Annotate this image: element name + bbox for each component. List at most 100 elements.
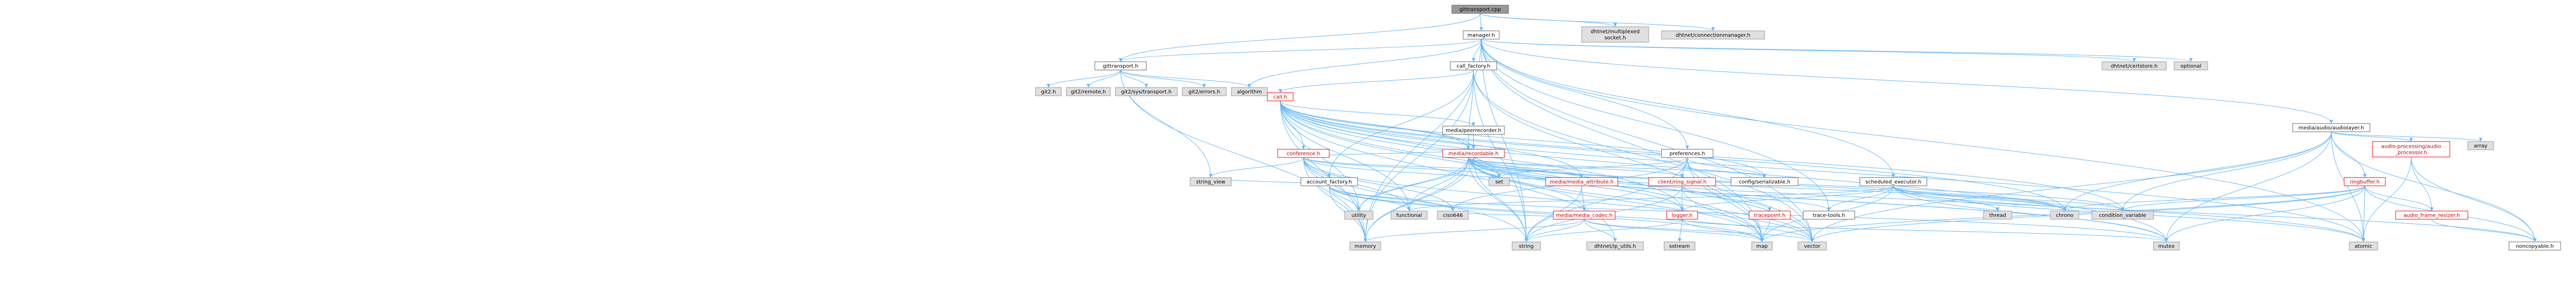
edge-ringbuffer-to-mutex [2164,185,2365,242]
node-label: noncopyable.h [2516,244,2554,250]
edge-account_factory-to-map [1329,185,1764,242]
node-box [1442,126,1505,135]
node-set[interactable]: set [1488,177,1510,186]
node-audio-processor[interactable]: audio-processing/audio_processor.h [2372,141,2450,157]
node-media-attribute[interactable]: media/media_attribute.h [1545,177,1618,186]
node-configurationitem[interactable]: config/serializable.h [1731,177,1799,186]
node-dhtnet-ip-utils[interactable]: dhtnet/ip_utils.h [1586,241,1644,251]
node-label: media/media_codec.h [1556,213,1613,219]
node-label: functional [1396,213,1422,219]
node-manager-h[interactable]: manager.h [1463,30,1500,40]
edge-logger-to-map [1682,219,1764,242]
node-box [1553,211,1616,220]
edge-manager_h-to-call_factory [1471,39,1482,62]
node-atomic[interactable]: atomic [2349,241,2378,251]
node-git2-remote[interactable]: git2/remote.h [1066,87,1111,96]
node-chrono[interactable]: chrono [2050,211,2079,220]
edge-gittransport_cpp-to-connectionmanager [1480,13,1715,31]
node-noncopyable[interactable]: noncopyable.h [2509,241,2561,251]
node-call-h[interactable]: call.h [1267,92,1294,101]
edge-call_h-to-functional [1280,100,1411,212]
edge-scheduled_executor-to-chrono [1893,185,2066,212]
node-string[interactable]: string [1512,241,1541,251]
node-mediarecordable[interactable]: media/recordable.h [1442,149,1505,158]
node-memory[interactable]: memory [1349,241,1381,251]
node-audio-frame-resizer[interactable]: audio_frame_resizer.h [2395,211,2468,220]
node-trace-tools[interactable]: trace-tools.h [1803,211,1855,220]
node-audiolayer[interactable]: media/audio/audiolayer.h [2292,123,2370,132]
node-mediapeerrecorder[interactable]: media/peerrecorder.h [1442,126,1505,135]
node-dhtnet-certstore[interactable]: dhtnet/certstore.h [2102,61,2167,71]
node-git2-sys-transport[interactable]: git2/sys/transport.h [1115,87,1178,96]
node-box [1450,61,1497,71]
node-condition-variable[interactable]: condition_variable [2091,211,2154,220]
edge-account_h-to-configurationitem [1468,157,1767,178]
edge-scheduled_executor-to-noncopyable [1893,185,2537,242]
node-box [1749,211,1791,220]
node-logger[interactable]: logger.h [1666,211,1698,220]
node-map[interactable]: map [1751,241,1773,251]
node-media-codec[interactable]: media/media_codec.h [1553,211,1616,220]
node-thread[interactable]: thread [1983,211,2012,220]
node-git2-h[interactable]: git2.h [1035,87,1062,96]
node-box [1751,241,1773,251]
edge-gittransport_h-to-string_view [1120,69,1213,178]
node-git2-errors[interactable]: git2/errors.h [1182,87,1227,96]
node-label: git2/sys/transport.h [1121,90,1172,95]
edge-call_h-to-set [1280,100,1501,178]
edge-scheduled_executor-to-functional [1407,185,1894,212]
node-ringbuffer[interactable]: ringbuffer.h [2344,177,2386,186]
node-utility[interactable]: utility [1344,211,1374,220]
node-gittransport-cpp[interactable]: gittransport.cpp [1451,5,1509,14]
edge-call_factory-to-memory [1363,69,1474,242]
node-box [1442,149,1505,158]
node-label: call_factory.h [1456,64,1490,69]
node-scheduled-executor[interactable]: scheduled_executor.h [1859,177,1927,186]
node-client-ring-signal[interactable]: client/ring_signal.h [1648,177,1716,186]
node-optional[interactable]: optional [2174,61,2208,71]
node-tracepoint[interactable]: tracepoint.h [1749,211,1791,220]
node-box [1115,87,1178,96]
node-connectionmanager[interactable]: dhtnet/connectionmanager.h [1661,30,1765,40]
edge-account_factory-to-mutex [1329,185,2168,242]
node-string-view[interactable]: string_view [1190,177,1232,186]
node-array[interactable]: array [2467,141,2494,150]
edge-preferences_h-to-set [1497,157,1688,178]
edge-manager_h-to-gittransport_h [1118,39,1482,62]
node-algorithm[interactable]: algorithm [1231,87,1268,96]
edge-audio_processor-to-audio_frame_resizer [2411,156,2434,212]
node-box [1512,241,1541,251]
edge-scheduled_executor-to-mutex [1893,185,2168,242]
node-conference-h[interactable]: conference.h [1277,149,1330,158]
edge-manager_h-to-map [1481,39,1764,242]
node-box [1277,149,1330,158]
node-sstream[interactable]: sstream [1664,241,1696,251]
node-call-factory[interactable]: call_factory.h [1450,61,1497,71]
node-label: _processor.h [2395,150,2427,156]
node-label: algorithm [1237,90,1262,95]
node-preferences-h[interactable]: preferences.h [1661,149,1714,158]
node-box [2349,241,2378,251]
edge-conference_h-to-string_view [1209,157,1304,178]
node-gittransport-h[interactable]: gittransport.h [1094,61,1147,71]
node-mutex[interactable]: mutex [2153,241,2180,251]
node-functional[interactable]: functional [1391,211,1428,220]
node-label: vector [1804,244,1821,250]
edge-client_ring_signal-to-map [1682,185,1764,242]
node-label: atomic [2354,244,2372,250]
edge-gittransport_h-to-algorithm [1120,69,1251,88]
node-account-factory[interactable]: account_factory.h [1300,177,1358,186]
node-label: memory [1354,244,1376,250]
node-box [2102,61,2167,71]
node-vector[interactable]: vector [1798,241,1827,251]
node-ciso646[interactable]: ciso646 [1437,211,1469,220]
edge-call_h-to-map [1280,100,1764,242]
node-box [1731,177,1799,186]
edge-preferences_h-to-map [1687,157,1764,242]
edge-preferences_h-to-client_ring_signal [1680,157,1688,178]
node-label: media/peerrecorder.h [1446,128,1501,134]
edge-media_codec-to-dhtnet_ip_utils [1584,219,1617,242]
edge-account_factory-to-ciso646 [1329,185,1455,212]
